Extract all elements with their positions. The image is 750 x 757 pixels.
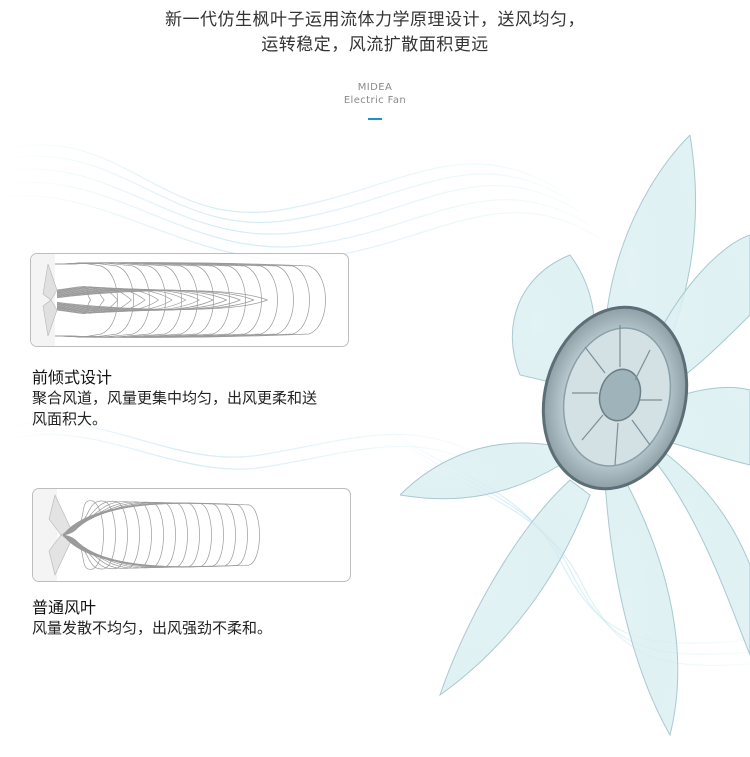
feature-caption-normal: 普通风叶 风量发散不均匀，出风强劲不柔和。 bbox=[32, 597, 362, 639]
headline-line-2: 运转稳定，风流扩散面积更远 bbox=[261, 35, 489, 55]
flow-line bbox=[56, 289, 228, 311]
feature-caption-forward: 前倾式设计 聚合风道，风量更集中均匀，出风更柔和送 风面积大。 bbox=[32, 367, 362, 430]
flow-line bbox=[54, 262, 214, 338]
flow-line bbox=[62, 501, 152, 569]
airflow-focused-diagram-icon bbox=[30, 253, 349, 347]
flow-line bbox=[56, 287, 160, 313]
flow-line bbox=[56, 288, 187, 312]
brand-block: MIDEA Electric Fan bbox=[0, 81, 750, 107]
flow-line bbox=[54, 262, 182, 338]
flow-line bbox=[56, 286, 105, 314]
feature-desc-line-1: 风量发散不均匀，出风强劲不柔和。 bbox=[32, 619, 273, 637]
flow-line bbox=[62, 502, 248, 568]
flow-line bbox=[62, 501, 176, 569]
flow-line bbox=[56, 288, 173, 312]
brand-subtitle: Electric Fan bbox=[343, 95, 407, 106]
flow-line bbox=[62, 500, 116, 570]
fan-blade-icon bbox=[400, 135, 750, 737]
flow-line bbox=[62, 500, 104, 570]
flow-line bbox=[56, 289, 255, 311]
headline: 新一代仿生枫叶子运用流体力学原理设计，送风均匀， 运转稳定，风流扩散面积更远 bbox=[0, 8, 750, 58]
flow-line bbox=[62, 502, 200, 568]
feature-title: 普通风叶 bbox=[32, 598, 97, 617]
airflow-spread-diagram-icon bbox=[32, 488, 351, 582]
brand-name: MIDEA bbox=[357, 82, 393, 93]
flow-line bbox=[56, 285, 91, 315]
flow-line bbox=[54, 262, 310, 338]
flow-line bbox=[62, 501, 128, 569]
flow-line bbox=[54, 262, 150, 338]
flow-line bbox=[56, 287, 146, 313]
flow-line bbox=[54, 262, 278, 338]
flow-line bbox=[54, 262, 326, 338]
flow-line bbox=[56, 288, 201, 312]
feature-desc-line-1: 聚合风道，风量更集中均匀，出风更柔和送 bbox=[32, 389, 318, 407]
headline-line-1: 新一代仿生枫叶子运用流体力学原理设计，送风均匀， bbox=[165, 10, 585, 30]
flow-line bbox=[62, 502, 212, 568]
flow-line bbox=[62, 502, 260, 568]
flow-line bbox=[62, 502, 188, 568]
feature-desc-line-2: 风面积大。 bbox=[32, 410, 108, 428]
flow-line bbox=[54, 262, 118, 338]
flow-line bbox=[62, 502, 236, 568]
flow-line bbox=[54, 262, 246, 338]
flow-line bbox=[56, 289, 241, 311]
brand-accent-line bbox=[368, 118, 382, 120]
feature-title: 前倾式设计 bbox=[32, 368, 113, 387]
flow-line bbox=[56, 290, 269, 310]
flow-line bbox=[62, 501, 140, 569]
flow-line bbox=[56, 289, 214, 311]
flow-line bbox=[56, 286, 119, 314]
flow-line bbox=[56, 287, 132, 313]
flow-line bbox=[54, 262, 134, 338]
